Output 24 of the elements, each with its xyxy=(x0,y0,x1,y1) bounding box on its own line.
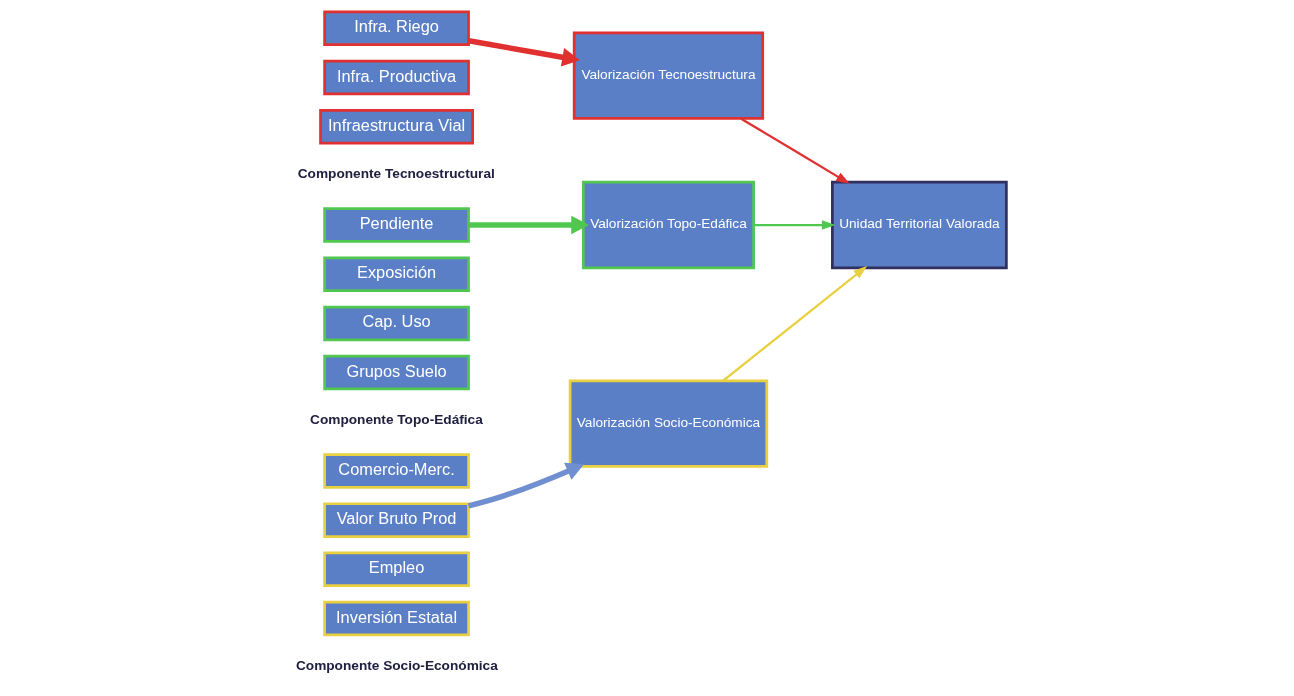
arrow xyxy=(721,266,867,382)
arrow xyxy=(740,117,850,184)
node-box: Pendiente xyxy=(322,207,470,243)
node-box: Valorización Topo-Edáfica xyxy=(581,180,755,270)
node-box: Empleo xyxy=(322,551,470,588)
node-box: Infraestructura Vial xyxy=(318,108,474,145)
node-box: Unidad Territorial Valorada xyxy=(830,180,1008,270)
label: Componente Socio-Económica xyxy=(295,657,498,673)
arrow xyxy=(753,220,836,230)
node-box: Grupos Suelo xyxy=(322,354,470,391)
label: Componente Tecnoestructural xyxy=(297,166,495,182)
arrow xyxy=(468,215,589,235)
arrow xyxy=(467,462,584,509)
arrow xyxy=(467,38,580,67)
node-box: Valor Bruto Prod xyxy=(322,502,470,538)
node-box: Valorización Socio-Económica xyxy=(568,379,768,468)
label: Componente Topo-Edáfica xyxy=(309,412,483,428)
node-box: Infra. Riego xyxy=(322,10,470,47)
node-box: Inversión Estatal xyxy=(322,600,470,637)
node-box: Valorización Tecnoestructura xyxy=(572,31,764,120)
node-box: Cap. Uso xyxy=(322,305,470,342)
node-box: Comercio-Merc. xyxy=(322,453,470,489)
node-box: Infra. Productiva xyxy=(322,59,470,96)
node-box: Exposición xyxy=(322,256,470,292)
